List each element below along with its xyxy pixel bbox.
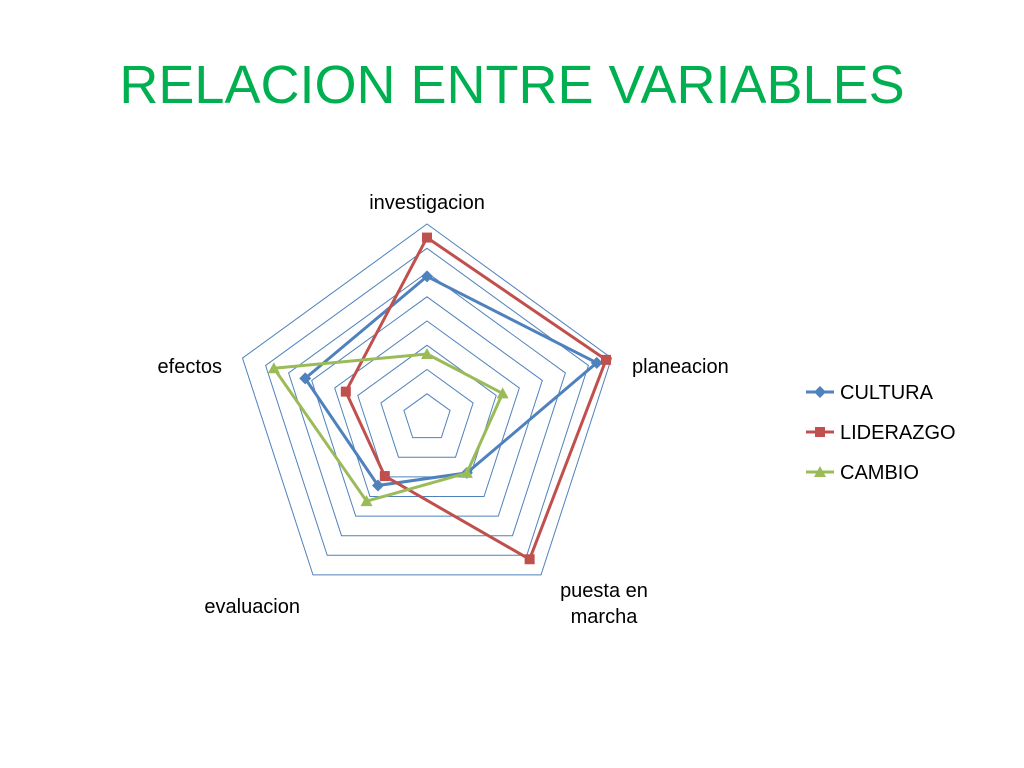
grid-ring bbox=[265, 247, 589, 556]
legend-label: LIDERAZGO bbox=[840, 422, 956, 444]
series-line bbox=[303, 274, 599, 487]
slide-title: RELACION ENTRE VARIABLES bbox=[119, 55, 905, 115]
data-point bbox=[524, 554, 535, 565]
grid-ring bbox=[288, 271, 566, 537]
data-point bbox=[421, 270, 433, 283]
category-label: planeacion bbox=[632, 356, 729, 378]
grid-ring bbox=[357, 344, 497, 478]
data-point bbox=[422, 232, 432, 243]
data-point bbox=[496, 387, 509, 399]
radar-grid bbox=[241, 223, 613, 576]
series-liderazgo bbox=[340, 232, 611, 565]
data-point bbox=[379, 471, 390, 482]
data-point bbox=[421, 347, 433, 359]
category-label: efectos bbox=[158, 356, 222, 378]
category-label: evaluacion bbox=[204, 596, 300, 618]
grid-ring bbox=[403, 393, 451, 439]
series-cambio bbox=[267, 347, 509, 507]
data-point bbox=[590, 356, 603, 369]
legend-marker bbox=[814, 466, 826, 477]
series-line bbox=[344, 236, 608, 561]
data-point bbox=[371, 479, 384, 492]
data-point bbox=[299, 372, 312, 385]
grid-ring bbox=[380, 368, 474, 458]
legend-marker bbox=[814, 386, 826, 398]
legend-item: CULTURA bbox=[806, 382, 934, 404]
data-point bbox=[460, 466, 473, 478]
legend: CULTURA LIDERAZGO CAMBIO bbox=[806, 382, 956, 484]
data-point bbox=[600, 354, 611, 365]
category-label: investigacion bbox=[369, 192, 485, 214]
grid-ring bbox=[241, 223, 613, 576]
legend-item: LIDERAZGO bbox=[806, 422, 956, 444]
legend-label: CULTURA bbox=[840, 382, 934, 404]
legend-marker bbox=[815, 427, 825, 437]
data-point bbox=[267, 362, 280, 374]
legend-item: CAMBIO bbox=[806, 462, 919, 484]
series-line bbox=[272, 352, 505, 503]
radar-series bbox=[267, 232, 611, 565]
grid-ring bbox=[311, 296, 543, 517]
data-point bbox=[360, 495, 373, 507]
legend-label: CAMBIO bbox=[840, 462, 919, 484]
data-point bbox=[340, 386, 351, 397]
grid-ring bbox=[334, 320, 520, 497]
